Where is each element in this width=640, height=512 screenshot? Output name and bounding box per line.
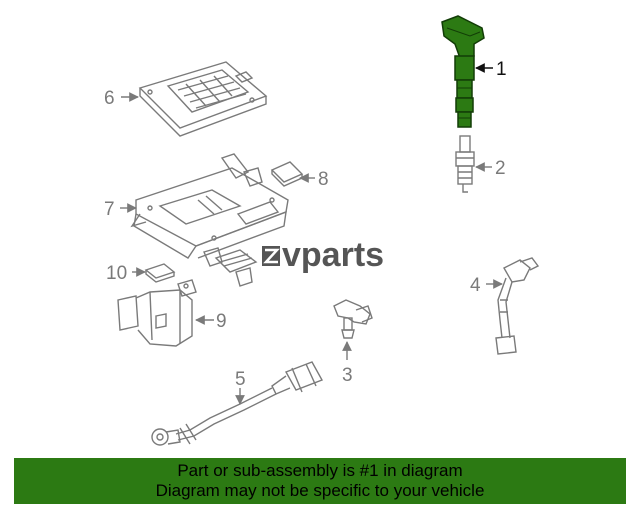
part-2-spark-plug[interactable]	[455, 135, 475, 193]
callout-4: 4	[470, 275, 481, 296]
part-4-speed-sensor[interactable]	[495, 257, 540, 355]
part-3-camshaft-sensor[interactable]	[333, 299, 373, 339]
part-9-bracket-cover[interactable]	[117, 279, 197, 347]
banner-line-2: Diagram may not be specific to your vehi…	[155, 481, 485, 500]
watermark-text: vparts	[282, 236, 384, 274]
callout-8: 8	[318, 169, 329, 190]
callout-7: 7	[104, 199, 115, 220]
part-5-knock-sensor[interactable]	[151, 361, 324, 446]
callout-2: 2	[495, 158, 506, 179]
callout-6: 6	[104, 88, 115, 109]
callout-5: 5	[235, 369, 246, 390]
info-banner: Part or sub-assembly is #1 in diagram Di…	[14, 458, 626, 504]
banner-background	[14, 458, 626, 504]
banner-line-1: Part or sub-assembly is #1 in diagram	[177, 461, 463, 480]
callout-9: 9	[216, 311, 227, 332]
callout-1: 1	[496, 59, 507, 80]
part-10-relay[interactable]	[144, 263, 176, 283]
callout-10: 10	[106, 263, 127, 284]
zv-logo-icon	[262, 246, 280, 266]
part-7-mounting-bracket[interactable]	[130, 153, 289, 287]
part-1-ignition-coil[interactable]	[441, 15, 485, 128]
callout-3: 3	[342, 365, 353, 386]
part-8-relay[interactable]	[270, 161, 304, 187]
part-6-control-module[interactable]	[138, 61, 268, 137]
